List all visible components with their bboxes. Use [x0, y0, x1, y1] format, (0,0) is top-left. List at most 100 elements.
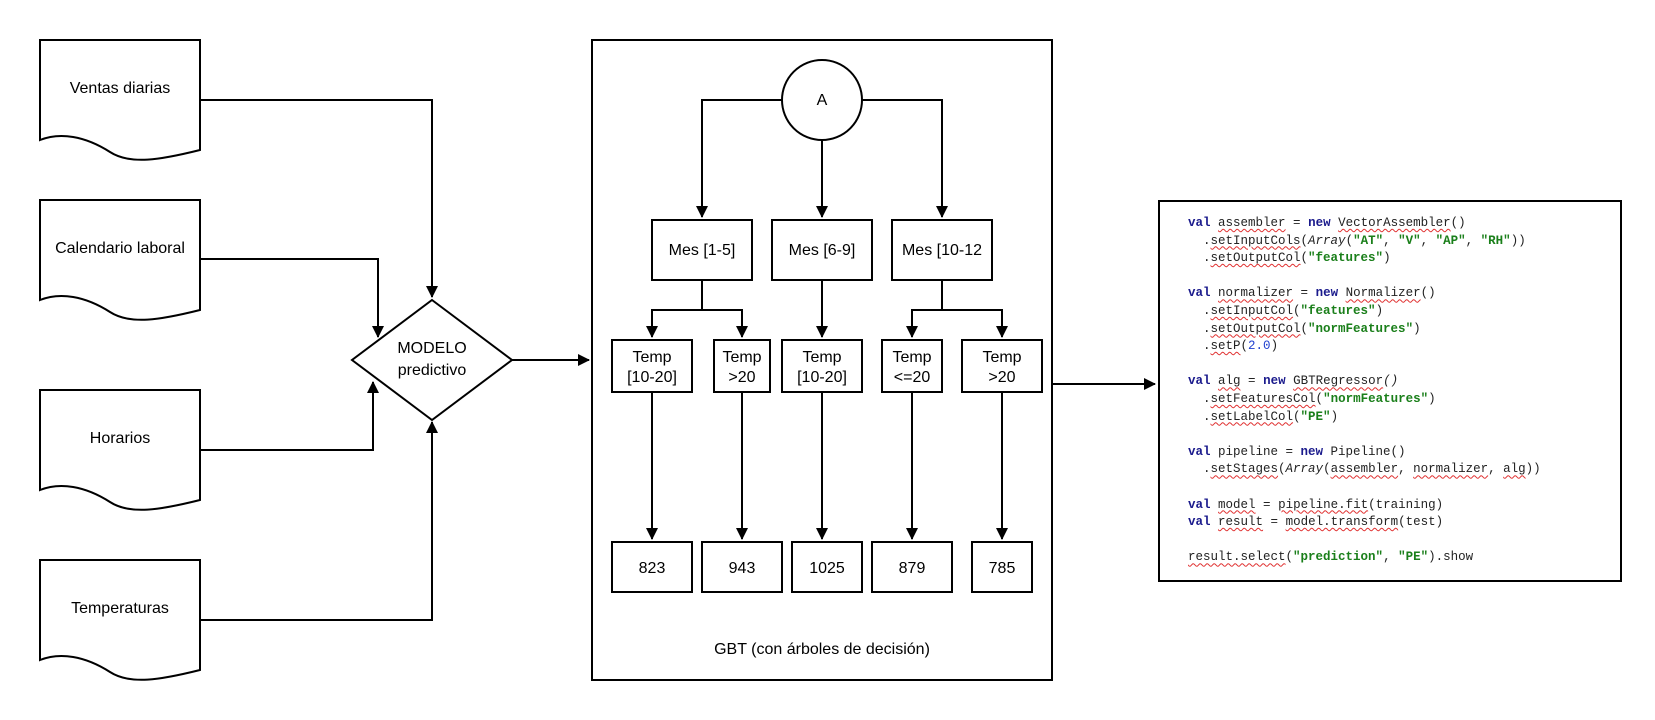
- code-token: (: [1300, 251, 1309, 266]
- code-token: ): [1270, 339, 1279, 354]
- code-token: "normFeatures": [1308, 321, 1414, 336]
- temp-node: Temp >20: [713, 339, 771, 393]
- code-token: setOutputCol: [1210, 251, 1301, 266]
- code-token: ): [1330, 409, 1339, 424]
- code-block: val assembler = new VectorAssembler() .s…: [1188, 215, 1541, 567]
- code-token: (: [1293, 409, 1301, 424]
- code-token: "normFeatures": [1323, 391, 1429, 406]
- code-token: setOutputCol: [1210, 321, 1301, 336]
- code-line: .setFeaturesCol("normFeatures"): [1188, 391, 1541, 409]
- code-line: val pipeline = new Pipeline(): [1188, 444, 1541, 462]
- code-token: "PE": [1300, 409, 1331, 424]
- code-token: (: [1315, 391, 1324, 406]
- code-token: .: [1188, 251, 1211, 266]
- temp-label-line2: <=20: [894, 369, 931, 386]
- code-token: )): [1525, 462, 1541, 477]
- code-token: (: [1345, 233, 1354, 248]
- code-token: (: [1240, 339, 1249, 354]
- code-token: setStages: [1210, 462, 1279, 477]
- code-token: Normalizer: [1345, 286, 1421, 301]
- code-token: (: [1323, 462, 1331, 477]
- code-token: ): [1383, 251, 1391, 266]
- code-token: .: [1188, 339, 1211, 354]
- code-token: new: [1263, 374, 1286, 389]
- code-token: val: [1188, 515, 1211, 530]
- code-token: =: [1255, 497, 1279, 512]
- input-document-calendario: Calendario laboral: [39, 199, 201, 321]
- code-line: val assembler = new VectorAssembler(): [1188, 215, 1541, 233]
- code-token: .: [1188, 303, 1211, 318]
- code-line: val result = model.transform(test): [1188, 514, 1541, 532]
- connector-ventas: [200, 99, 438, 298]
- leaf-value: 1025: [809, 560, 845, 577]
- code-token: model: [1218, 497, 1256, 512]
- code-token: setInputCol: [1210, 303, 1294, 318]
- model-label-line1: MODELO: [397, 340, 466, 357]
- code-token: ,: [1398, 462, 1414, 477]
- code-token: VectorAssembler: [1338, 216, 1451, 230]
- input-label: Ventas diarias: [70, 80, 171, 97]
- code-token: assembler: [1330, 462, 1399, 477]
- code-token: setInputCols: [1210, 233, 1301, 248]
- model-decision-node: MODELO predictivo: [350, 298, 514, 422]
- code-token: [1211, 498, 1219, 512]
- code-token: (): [1450, 216, 1466, 230]
- code-token: ).show: [1428, 550, 1474, 565]
- code-token: new: [1300, 444, 1324, 459]
- code-token: (: [1285, 550, 1294, 565]
- input-label: Temperaturas: [71, 600, 169, 617]
- code-token: result.select: [1188, 550, 1286, 565]
- month-label: Mes [1-5]: [669, 242, 736, 259]
- code-token: (: [1300, 233, 1309, 248]
- code-token: val: [1188, 374, 1211, 389]
- input-label: Horarios: [90, 430, 150, 447]
- code-token: .: [1188, 391, 1211, 406]
- code-token: [1338, 286, 1346, 300]
- code-token: =: [1240, 374, 1264, 389]
- model-label-line2: predictivo: [398, 362, 467, 379]
- month-node: Mes [6-9]: [771, 219, 873, 281]
- code-token: alg: [1218, 374, 1241, 389]
- code-token: Pipeline(): [1323, 444, 1406, 459]
- code-token: "V": [1398, 233, 1421, 248]
- code-token: Array: [1285, 462, 1324, 477]
- input-document-temperaturas: Temperaturas: [39, 559, 201, 681]
- code-token: .: [1188, 321, 1211, 336]
- code-token: (): [1420, 286, 1436, 301]
- code-token: ): [1413, 321, 1421, 336]
- leaf-node: 1025: [791, 541, 863, 593]
- month-label: Mes [10-12: [902, 242, 982, 259]
- code-line: .setStages(Array(assembler, normalizer, …: [1188, 461, 1541, 479]
- code-token: GBTRegressor: [1293, 374, 1384, 389]
- code-token: setLabelCol: [1210, 409, 1294, 424]
- code-token: "AT": [1353, 233, 1384, 248]
- code-line: .setInputCols(Array("AT", "V", "AP", "RH…: [1188, 233, 1541, 251]
- input-label: Calendario laboral: [55, 240, 185, 257]
- temp-node: Temp >20: [961, 339, 1043, 393]
- code-token: (: [1293, 303, 1301, 318]
- connector-horarios: [200, 381, 379, 451]
- temp-label-line2: >20: [988, 369, 1015, 386]
- leaf-node: 879: [871, 541, 953, 593]
- temp-label-line2: [10-20]: [797, 369, 847, 386]
- connector-calendario: [200, 258, 384, 338]
- code-line: [1188, 356, 1541, 374]
- temp-label-line2: [10-20]: [627, 369, 677, 386]
- code-token: new: [1315, 286, 1339, 301]
- code-line: .setP(2.0): [1188, 338, 1541, 356]
- month-node: Mes [1-5]: [651, 219, 753, 281]
- code-token: .: [1188, 409, 1211, 424]
- leaf-value: 785: [989, 560, 1016, 577]
- input-document-horarios: Horarios: [39, 389, 201, 511]
- tree-root-node: A: [781, 59, 863, 141]
- code-token: [1211, 216, 1219, 230]
- code-line: [1188, 426, 1541, 444]
- code-line: [1188, 479, 1541, 497]
- code-token: Array: [1308, 233, 1346, 248]
- code-token: alg: [1503, 462, 1526, 477]
- temp-label-line1: Temp: [892, 349, 931, 366]
- code-token: ,: [1465, 233, 1481, 248]
- code-token: ,: [1488, 462, 1504, 477]
- code-token: "features": [1300, 303, 1376, 318]
- code-token: .: [1188, 233, 1211, 248]
